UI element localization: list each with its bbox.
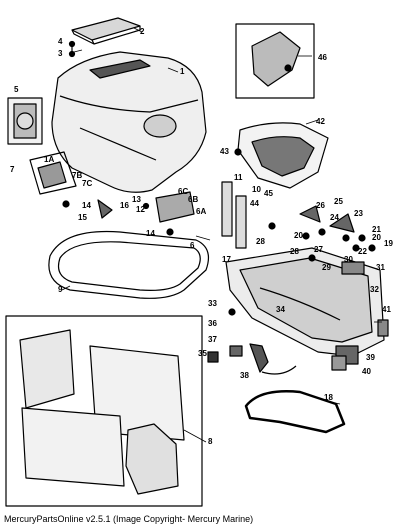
parts-33-to-38 (207, 308, 297, 375)
callout: 28 (290, 247, 299, 256)
part-6-latch-assembly (142, 191, 195, 236)
callout: 43 (220, 147, 229, 156)
callout: 27 (314, 245, 323, 254)
callout: 6 (190, 241, 195, 250)
callout: 40 (362, 367, 371, 376)
callout: 1A (44, 155, 54, 164)
callout: 35 (198, 349, 207, 358)
part-7-latch-bracket (29, 151, 113, 219)
callout: 13 (132, 195, 141, 204)
leader-lines (61, 27, 382, 443)
part-2-cover-plate (71, 17, 141, 45)
part-46-inset (235, 23, 315, 99)
callout: 22 (358, 247, 367, 256)
callout: 39 (366, 353, 375, 362)
callout: 38 (240, 371, 249, 380)
callout: 16 (120, 201, 129, 210)
callout: 45 (264, 189, 273, 198)
part-5-inset-panel (7, 97, 43, 145)
callout: 33 (208, 299, 217, 308)
callout: 34 (276, 305, 285, 314)
callout: 20 (372, 233, 381, 242)
part-39-40-41-hardware (331, 319, 389, 371)
callout: 15 (78, 213, 87, 222)
callout: 19 (384, 239, 393, 248)
callout: 32 (370, 285, 379, 294)
callout: 21 (372, 225, 381, 234)
part-42-rear-tray (234, 122, 329, 189)
part-8-inset-foam (5, 315, 203, 507)
callout: 7 (10, 165, 15, 174)
callout: 17 (222, 255, 231, 264)
callout: 4 (58, 37, 63, 46)
callout: 36 (208, 319, 217, 328)
callout: 9 (58, 285, 63, 294)
callout: 7C (82, 179, 92, 188)
callout: 6C (178, 187, 188, 196)
callout: 5 (14, 85, 19, 94)
callout: 6B (188, 195, 198, 204)
callout: 29 (322, 263, 331, 272)
callout: 2 (140, 27, 145, 36)
callout: 41 (382, 305, 391, 314)
callout: 1 (180, 67, 185, 76)
part-9-seal (48, 230, 209, 299)
callout: 12 (136, 205, 145, 214)
callout: 25 (334, 197, 343, 206)
exploded-parts-diagram: 1 2 3 4 5 6 6A 6B 6C 7 7B 7C 1A 8 9 10 1… (5, 17, 393, 507)
callout: 30 (344, 255, 353, 264)
copyright-footer: MercuryPartsOnline v2.5.1 (Image Copyrig… (4, 514, 254, 524)
callout: 37 (208, 335, 217, 344)
callout: 42 (316, 117, 325, 126)
callout: 23 (354, 209, 363, 218)
hardware-screws-19-to-31 (268, 205, 376, 275)
callout: 7B (72, 171, 82, 180)
callout: 3 (58, 49, 63, 58)
callout: 46 (318, 53, 327, 62)
callout: 14 (146, 229, 155, 238)
part-3-4-screws (68, 40, 76, 58)
callout: 8 (208, 437, 213, 446)
part-17-bottom-cowl (225, 247, 385, 357)
callout: 28 (256, 237, 265, 246)
callout: 6A (196, 207, 206, 216)
callout: 14 (82, 201, 91, 210)
callout: 10 (252, 185, 261, 194)
callout: 44 (250, 199, 259, 208)
callout: 24 (330, 213, 339, 222)
callout: 26 (316, 201, 325, 210)
callout: 31 (376, 263, 385, 272)
part-18-seal (244, 390, 346, 434)
part-10-11-strips (221, 181, 247, 249)
callout: 11 (234, 173, 243, 182)
part-1-engine-cowl (51, 51, 207, 193)
callout: 18 (324, 393, 333, 402)
callout: 20 (294, 231, 303, 240)
